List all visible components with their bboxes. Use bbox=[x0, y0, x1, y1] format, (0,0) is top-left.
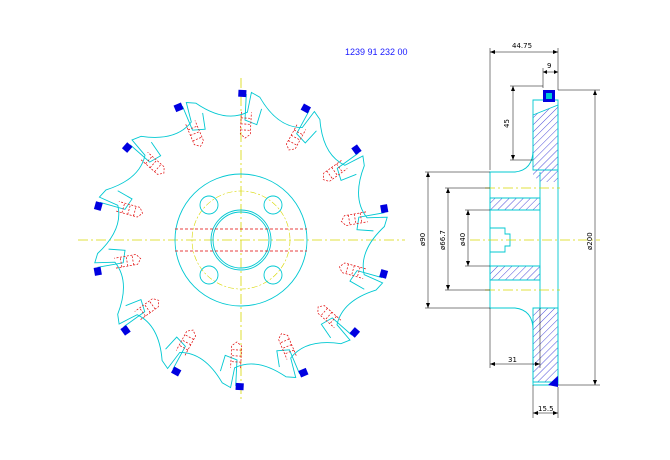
cutting-insert bbox=[349, 327, 361, 338]
cutter-tooth bbox=[339, 262, 389, 290]
cutting-insert bbox=[300, 103, 311, 114]
front-view bbox=[78, 78, 405, 400]
cutting-insert bbox=[235, 382, 244, 391]
dim-flange-dia: ø90 bbox=[419, 233, 427, 246]
dim-body-width: 15.5 bbox=[538, 405, 554, 413]
cutting-insert bbox=[351, 144, 362, 155]
insert-pocket bbox=[244, 94, 263, 126]
section-hatch-hub-bottom bbox=[489, 265, 541, 281]
section-center-lines bbox=[470, 187, 600, 291]
clamp-screw-hidden bbox=[185, 120, 204, 147]
cutter-tooth bbox=[276, 333, 309, 378]
insert-top-core bbox=[546, 93, 552, 99]
clamp-screw-hidden bbox=[340, 211, 368, 226]
cutter-tooth bbox=[165, 329, 196, 377]
clamp-screw-hidden bbox=[230, 341, 243, 369]
clamp-screw-hidden bbox=[114, 254, 142, 269]
cutting-insert bbox=[171, 366, 182, 377]
clamp-screw-hidden bbox=[134, 298, 160, 320]
cutting-insert bbox=[173, 102, 184, 113]
keyway-hidden-lines bbox=[175, 228, 307, 252]
insert-bottom bbox=[548, 376, 558, 387]
bolt-circle bbox=[191, 190, 291, 290]
cutting-insert bbox=[380, 204, 389, 214]
bolt-hole bbox=[263, 265, 283, 285]
cutting-insert bbox=[298, 367, 309, 378]
bolt-holes bbox=[199, 195, 283, 285]
clamp-screw-hidden bbox=[322, 160, 348, 182]
cutting-insert bbox=[121, 142, 133, 153]
cutter-teeth bbox=[93, 89, 389, 391]
clamp-screw-hidden bbox=[239, 111, 252, 139]
dim-overall-width: 44.75 bbox=[512, 42, 532, 50]
dim-hub-dia: ø66.7 bbox=[439, 230, 447, 250]
insert-pocket bbox=[219, 354, 238, 386]
dim-pocket-depth: 45 bbox=[503, 119, 511, 128]
bolt-hole bbox=[199, 265, 219, 285]
insert-pocket bbox=[182, 106, 206, 131]
cutter-body-outline bbox=[94, 91, 388, 389]
bore-circle bbox=[212, 211, 270, 269]
cutter-tooth bbox=[120, 298, 160, 336]
insert-pocket bbox=[97, 248, 126, 268]
part-number: 1239 91 232 00 bbox=[345, 47, 408, 57]
cutter-tooth bbox=[93, 190, 143, 218]
bolt-hole bbox=[263, 195, 283, 215]
cutter-tooth bbox=[322, 144, 362, 182]
clamp-screw-hidden bbox=[317, 305, 342, 328]
section-hatch-hub-top bbox=[489, 197, 541, 211]
cutting-insert bbox=[238, 89, 247, 98]
dim-hub-length: 31 bbox=[508, 356, 517, 364]
insert-pocket bbox=[276, 349, 300, 374]
cutter-tooth bbox=[340, 204, 389, 232]
clamp-screw-hidden bbox=[116, 201, 143, 218]
clamp-screw-hidden bbox=[175, 329, 196, 356]
dim-outer-dia: ø200 bbox=[586, 232, 594, 250]
cutting-insert bbox=[93, 266, 102, 276]
cutter-tooth bbox=[219, 341, 244, 391]
cutter-tooth bbox=[317, 305, 361, 339]
cutter-tooth bbox=[121, 141, 165, 175]
dim-insert-width: 9 bbox=[547, 62, 551, 70]
cutter-tooth bbox=[173, 102, 206, 147]
section-hatch-bottom bbox=[532, 307, 559, 383]
flange-circle bbox=[174, 173, 308, 307]
cutting-insert bbox=[379, 269, 389, 279]
dimension-arrows bbox=[426, 50, 597, 415]
cutting-insert bbox=[120, 325, 131, 336]
section-view: 44.75 9 45 ø90 ø66.7 ø40 ø200 31 15.5 bbox=[419, 42, 600, 418]
cutter-tooth bbox=[238, 89, 263, 139]
dim-bore-dia: ø40 bbox=[459, 233, 467, 246]
section-hatch-top bbox=[532, 104, 559, 171]
bolt-hole bbox=[199, 195, 219, 215]
cutting-insert bbox=[93, 201, 103, 211]
insert-pocket bbox=[356, 212, 385, 232]
insert-pocket bbox=[336, 152, 359, 182]
clamp-screw-hidden bbox=[278, 333, 297, 360]
insert-pocket bbox=[123, 298, 146, 328]
cutter-tooth bbox=[93, 248, 142, 276]
hub-circle bbox=[210, 209, 272, 271]
cutter-tooth bbox=[286, 103, 317, 151]
clamp-screw-hidden bbox=[140, 152, 165, 175]
section-hatch-top-shoulder bbox=[533, 170, 558, 182]
clamp-screw-hidden bbox=[286, 124, 307, 151]
clamp-screw-hidden bbox=[339, 262, 366, 279]
